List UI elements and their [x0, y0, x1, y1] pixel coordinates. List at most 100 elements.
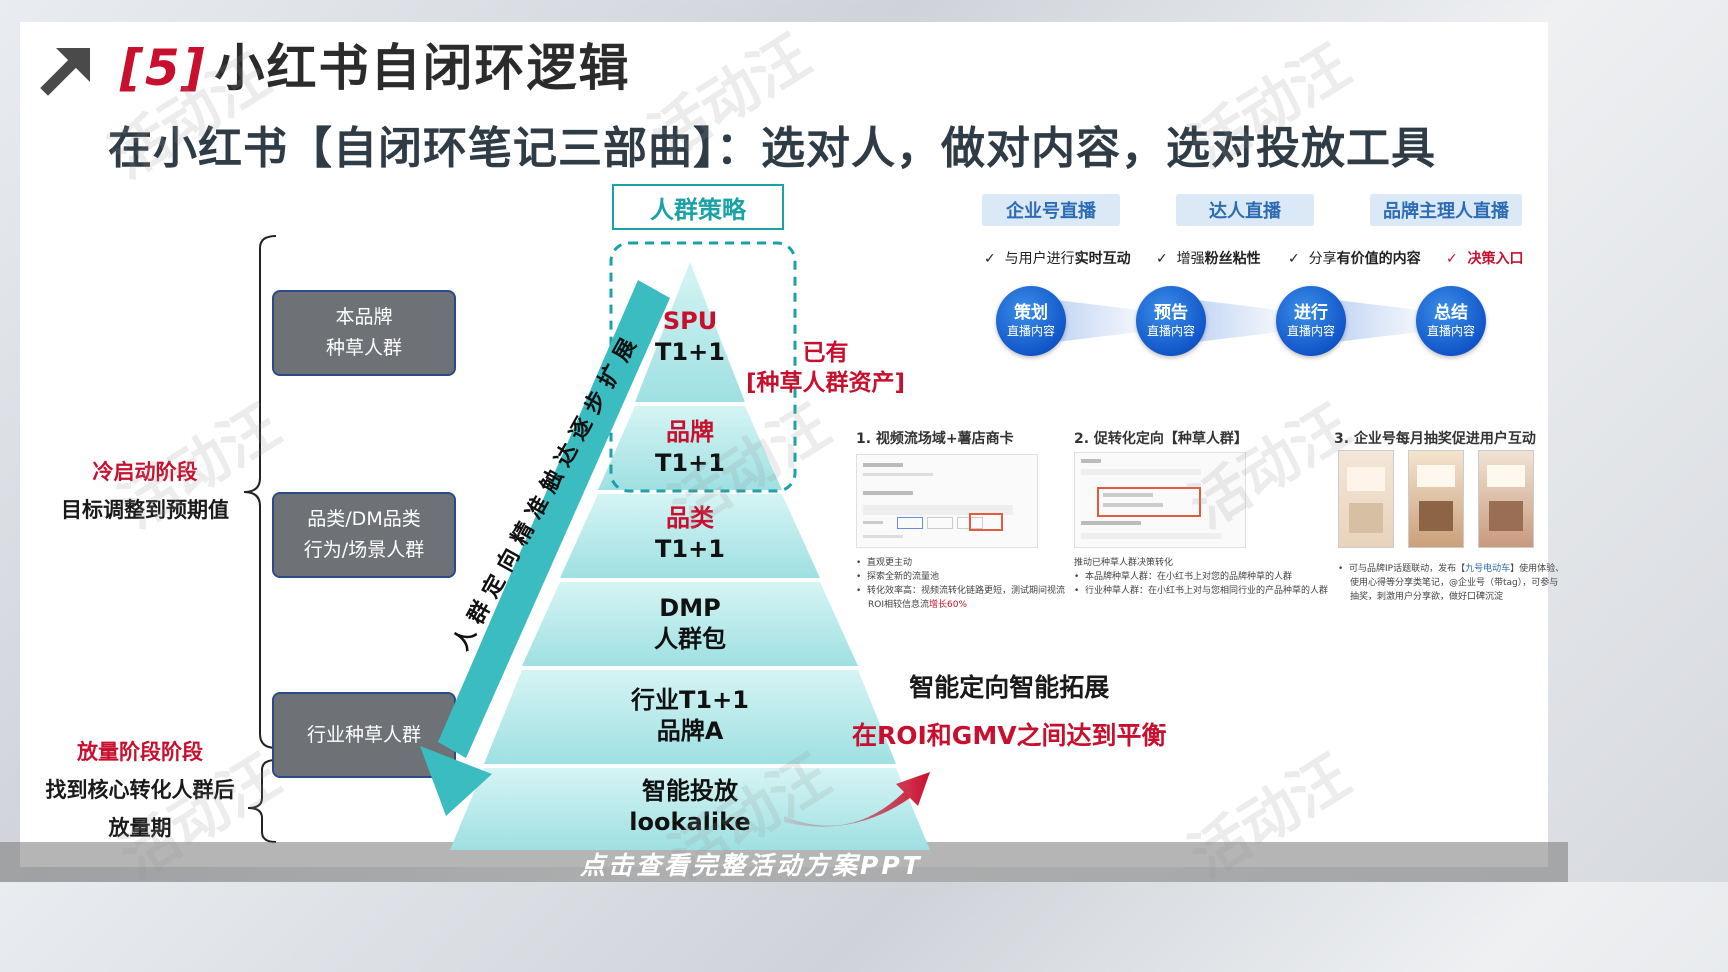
check-realtime: ✓ 与用户进行实时互动 — [984, 248, 1131, 268]
layer-category-black: T1+1 — [655, 535, 725, 563]
check-icon: ✓ — [1288, 251, 1300, 267]
layer-spu: SPU T1+1 — [640, 306, 740, 368]
pyramid-layer-3 — [560, 494, 820, 578]
layer-smart: 智能投放 lookalike — [610, 776, 770, 838]
have-line-2: [种草人群资产] — [746, 370, 906, 396]
existing-assets-label: 已有 [种草人群资产] — [746, 338, 905, 398]
group-line: 种草人群 — [325, 337, 402, 359]
check-icon: ✓ — [1156, 251, 1168, 267]
layer-spu-red: SPU — [662, 307, 718, 335]
bullet-item: • 直观更主动 — [856, 558, 913, 568]
bullet-item: • 可与品牌IP话题联动，发布【九号电动车】使用体验、 — [1338, 564, 1565, 574]
check-bold: 实时互动 — [1074, 251, 1131, 267]
layer-industry: 行业T1+1 品牌A — [610, 685, 770, 747]
title-text: 小红书自闭环逻辑 — [214, 39, 631, 97]
layer-category: 品类 T1+1 — [640, 503, 740, 565]
layer-smart-1: 智能投放 — [642, 777, 738, 805]
check-decision-entry: ✓ 决策入口 — [1446, 248, 1523, 268]
scale-up-desc-1: 找到核心转化人群后 — [45, 778, 235, 802]
page-subtitle: 在小红书【自闭环笔记三部曲】：选对人，做对内容，选对投放工具 — [108, 123, 1436, 174]
check-valuable-content: ✓ 分享有价值的内容 — [1288, 248, 1421, 268]
scale-up-stage: 放量阶段阶段 找到核心转化人群后 放量期 — [30, 736, 250, 842]
case-1-screenshot — [856, 454, 1038, 548]
case-3-title: 3. 企业号每月抽奖促进用户互动 — [1334, 431, 1536, 447]
bullet-text: 直观更主动 — [867, 558, 913, 568]
group-line: 行业种草人群 — [306, 723, 421, 746]
case-3-phone-3 — [1478, 450, 1534, 548]
step-sub: 直播内容 — [1146, 324, 1195, 338]
step-sub: 直播内容 — [1006, 324, 1055, 338]
bullet-item: ROI相较信息流增长60% — [856, 598, 1065, 612]
step-title: 进行 — [1294, 303, 1328, 323]
pyramid-layer-5 — [484, 670, 896, 764]
case-2-screenshot — [1074, 452, 1246, 548]
cold-start-title: 冷启动阶段 — [92, 460, 198, 484]
step-title: 策划 — [1014, 303, 1048, 323]
layer-brand-black: T1+1 — [655, 449, 725, 477]
expand-arrow-icon — [420, 280, 670, 816]
tab-brand-host-live[interactable]: 品牌主理人直播 — [1370, 194, 1522, 226]
bullet-text: 本品牌种草人群：在小红书上对您的品牌种草的人群 — [1085, 572, 1293, 582]
group-industry-seeding: 行业种草人群 — [272, 692, 456, 778]
case-3-phone-2 — [1408, 450, 1464, 548]
case-1-bullets: • 直观更主动 • 探索全新的流量池 • 转化效率高：视频流转化链路更短，测试期… — [856, 556, 1065, 612]
case-1-title: 1. 视频流场域+薯店商卡 — [856, 431, 1014, 447]
check-bold: 粉丝粘性 — [1204, 251, 1261, 267]
tab-influencer-live[interactable]: 达人直播 — [1176, 194, 1314, 226]
step-sub: 直播内容 — [1286, 324, 1335, 338]
layer-dmp-2: 人群包 — [654, 625, 726, 653]
title-number: [5] — [120, 39, 207, 97]
pyramid-layer-2 — [598, 406, 782, 490]
bullet-text: 可与品牌IP话题联动，发布【 — [1349, 564, 1466, 574]
step-sub: 直播内容 — [1426, 324, 1475, 338]
bullet-highlight: 增长60% — [929, 600, 968, 610]
layer-spu-black: T1+1 — [655, 338, 725, 366]
bullet-text: 行业种草人群：在小红书上对与您相同行业的产品种草的人群 — [1085, 586, 1329, 596]
bullet-text: 】使用体验、 — [1510, 564, 1565, 574]
page-title: [5]小红书自闭环逻辑 — [120, 28, 631, 100]
step-plan: 策划 直播内容 — [996, 286, 1066, 356]
step-title: 总结 — [1434, 303, 1468, 323]
bullet-lead: 推动已种草人群决策转化 — [1074, 558, 1174, 568]
bullet-text: 使用心得等分享类笔记，@企业号（带tag），可参与 — [1350, 578, 1559, 588]
step-ongoing: 进行 直播内容 — [1276, 286, 1346, 356]
have-line-1: 已有 — [802, 340, 849, 366]
bullet-text: 抽奖，刺激用户分享欲，做好口碑沉淀 — [1350, 592, 1504, 602]
smart-title: 智能定向智能拓展 — [909, 673, 1110, 702]
step-summary: 总结 直播内容 — [1416, 286, 1486, 356]
crowd-pyramid — [450, 262, 930, 850]
view-full-ppt-link[interactable]: 点击查看完整活动方案PPT — [580, 851, 923, 880]
scale-up-desc-2: 放量期 — [108, 816, 172, 840]
left-bracket — [243, 235, 277, 843]
cold-start-stage: 冷启动阶段 目标调整到预期值 — [40, 456, 250, 524]
bullet-item: • 转化效率高：视频流转化链路更短，测试期间视流 — [856, 586, 1066, 596]
step-preview: 预告 直播内容 — [1136, 286, 1206, 356]
check-bold: 有价值的内容 — [1336, 251, 1421, 267]
check-pre: 分享 — [1308, 251, 1337, 267]
layer-category-red: 品类 — [666, 504, 714, 532]
pyramid-layer-1 — [635, 262, 745, 402]
case-3-phone-1 — [1338, 450, 1394, 548]
pyramid-layer-6 — [450, 768, 930, 850]
group-line: 品类/DM品类 — [307, 508, 421, 530]
check-fan-stickiness: ✓ 增强粉丝粘性 — [1156, 248, 1261, 268]
group-line: 行为/场景人群 — [303, 539, 425, 561]
bullet-link: 九号电动车 — [1465, 564, 1511, 574]
group-line: 本品牌 — [335, 306, 393, 328]
layer-smart-2: lookalike — [629, 808, 751, 836]
crowd-strategy-label: 人群策略 — [612, 184, 784, 230]
tab-enterprise-live[interactable]: 企业号直播 — [982, 194, 1120, 226]
group-category-behavior: 品类/DM品类 行为/场景人群 — [272, 492, 456, 578]
layer-dmp-1: DMP — [659, 594, 721, 622]
curved-red-arrow-icon — [784, 772, 930, 827]
smart-sub: 在ROI和GMV之间达到平衡 — [852, 721, 1167, 750]
layer-dmp: DMP 人群包 — [620, 593, 760, 655]
check-bold: 决策入口 — [1467, 251, 1524, 267]
layer-industry-2: 品牌A — [656, 717, 724, 745]
bullet-text: 转化效率高：视频流转化链路更短，测试期间视流 — [867, 586, 1066, 596]
bullet-item: • 行业种草人群：在小红书上对与您相同行业的产品种草的人群 — [1074, 586, 1329, 596]
group-brand-seeding: 本品牌 种草人群 — [272, 290, 456, 376]
check-pre: 增强 — [1176, 251, 1205, 267]
bullet-item: • 探索全新的流量池 — [856, 572, 940, 582]
scale-up-title: 放量阶段阶段 — [77, 740, 203, 764]
